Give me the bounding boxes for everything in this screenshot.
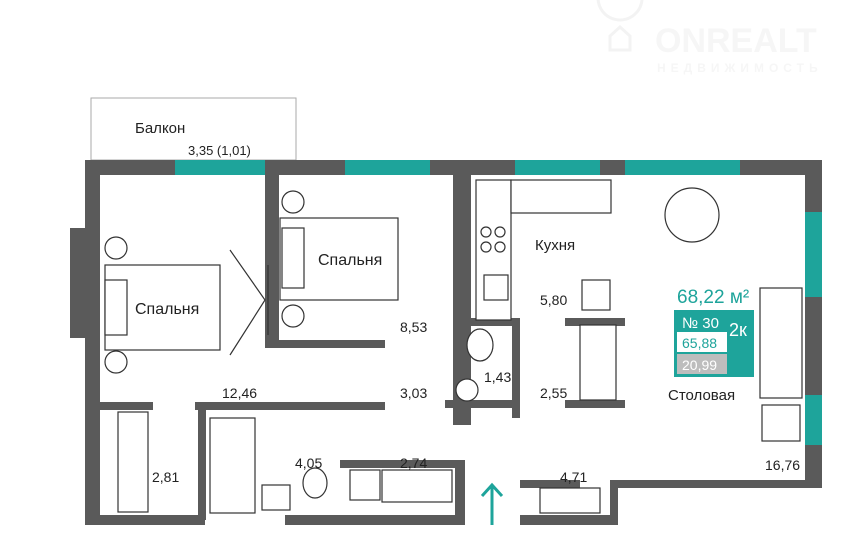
area-bedroom2: 8,53 xyxy=(400,319,427,335)
area-kitchen: 5,80 xyxy=(540,292,567,308)
area-closet3: 4,71 xyxy=(560,469,587,485)
apartment-info: 68,22 м² № 30 2к 65,88 20,99 xyxy=(674,287,754,377)
kitchen-label: Кухня xyxy=(535,237,575,254)
room-count: 2к xyxy=(729,320,747,340)
svg-text:ONREALT: ONREALT xyxy=(655,22,817,60)
extra-area: 20,99 xyxy=(682,357,717,373)
bedroom1-label: Спальня xyxy=(135,301,199,318)
balcony xyxy=(90,97,297,161)
area-living: 16,76 xyxy=(765,457,800,473)
apartment-number: № 30 xyxy=(682,315,719,332)
watermark-logo: ONREALT НЕДВИЖИМОСТЬ xyxy=(596,0,823,75)
area-hall: 3,03 xyxy=(400,385,427,401)
area-dining: 2,55 xyxy=(540,385,567,401)
total-area: 68,22 м² xyxy=(677,287,749,308)
area-closet2: 2,74 xyxy=(400,455,427,471)
bedroom2-label: Спальня xyxy=(318,252,382,269)
area-wc: 1,43 xyxy=(484,369,511,385)
area-bedroom1: 12,46 xyxy=(222,385,257,401)
balcony-area: 3,35 (1,01) xyxy=(188,143,251,158)
area-closet1: 2,81 xyxy=(152,469,179,485)
living-area: 65,88 xyxy=(682,335,717,351)
balcony-label: Балкон xyxy=(135,120,185,137)
svg-text:НЕДВИЖИМОСТЬ: НЕДВИЖИМОСТЬ xyxy=(657,61,823,75)
furniture xyxy=(104,179,803,514)
area-bath: 4,05 xyxy=(295,455,322,471)
entrance-arrow-icon xyxy=(480,482,504,525)
windows xyxy=(175,160,822,445)
dining-label: Столовая xyxy=(668,387,735,404)
